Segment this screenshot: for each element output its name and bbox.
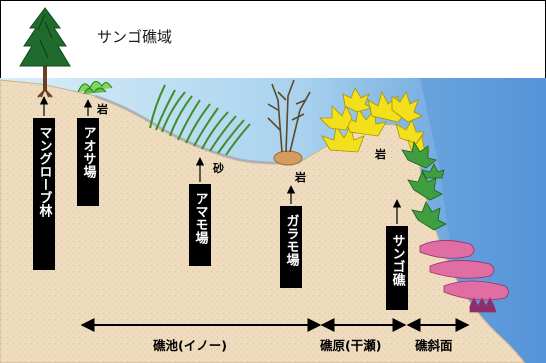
zone-label-reef-flat: 礁原(干瀬): [320, 338, 381, 353]
label-garamo-text: ガラモ場: [284, 214, 300, 267]
label-coral-text: サンゴ礁: [390, 234, 406, 287]
seafloor-line: [94, 94, 301, 165]
label-coral: サンゴ礁: [386, 226, 408, 310]
substrate-rock-1: 岩: [96, 102, 108, 116]
yellow-coral-icon: [319, 87, 431, 159]
substrate-sand: 砂: [213, 161, 224, 175]
label-mangrove-text: マングローブ林: [37, 126, 53, 218]
label-garamo: ガラモ場: [280, 206, 302, 288]
aosa-seaweed-icon: [77, 81, 113, 95]
amamo-seagrass-icon: [149, 84, 251, 156]
zone-label-reef-slope: 礁斜面: [415, 338, 453, 353]
substrate-rock-3: 岩: [374, 147, 386, 161]
green-coral-icon: [401, 140, 447, 231]
diagram-title: サンゴ礁域: [97, 28, 172, 46]
garamo-rock: [273, 150, 303, 166]
substrate-rock-2: 岩: [294, 170, 306, 184]
label-amamo-text: アマモ場: [193, 192, 209, 245]
garamo-seaweed-icon: [267, 79, 311, 153]
label-mangrove: マングローブ林: [33, 118, 55, 270]
label-aosa: アオサ場: [77, 118, 99, 206]
label-amamo: アマモ場: [189, 184, 211, 266]
zone-label-lagoon: 礁池(イノー): [153, 338, 227, 353]
deep-sea: [420, 78, 546, 363]
pink-coral-icon: [419, 240, 509, 313]
label-aosa-text: アオサ場: [81, 126, 97, 179]
mangrove-tree-icon: [19, 7, 71, 98]
